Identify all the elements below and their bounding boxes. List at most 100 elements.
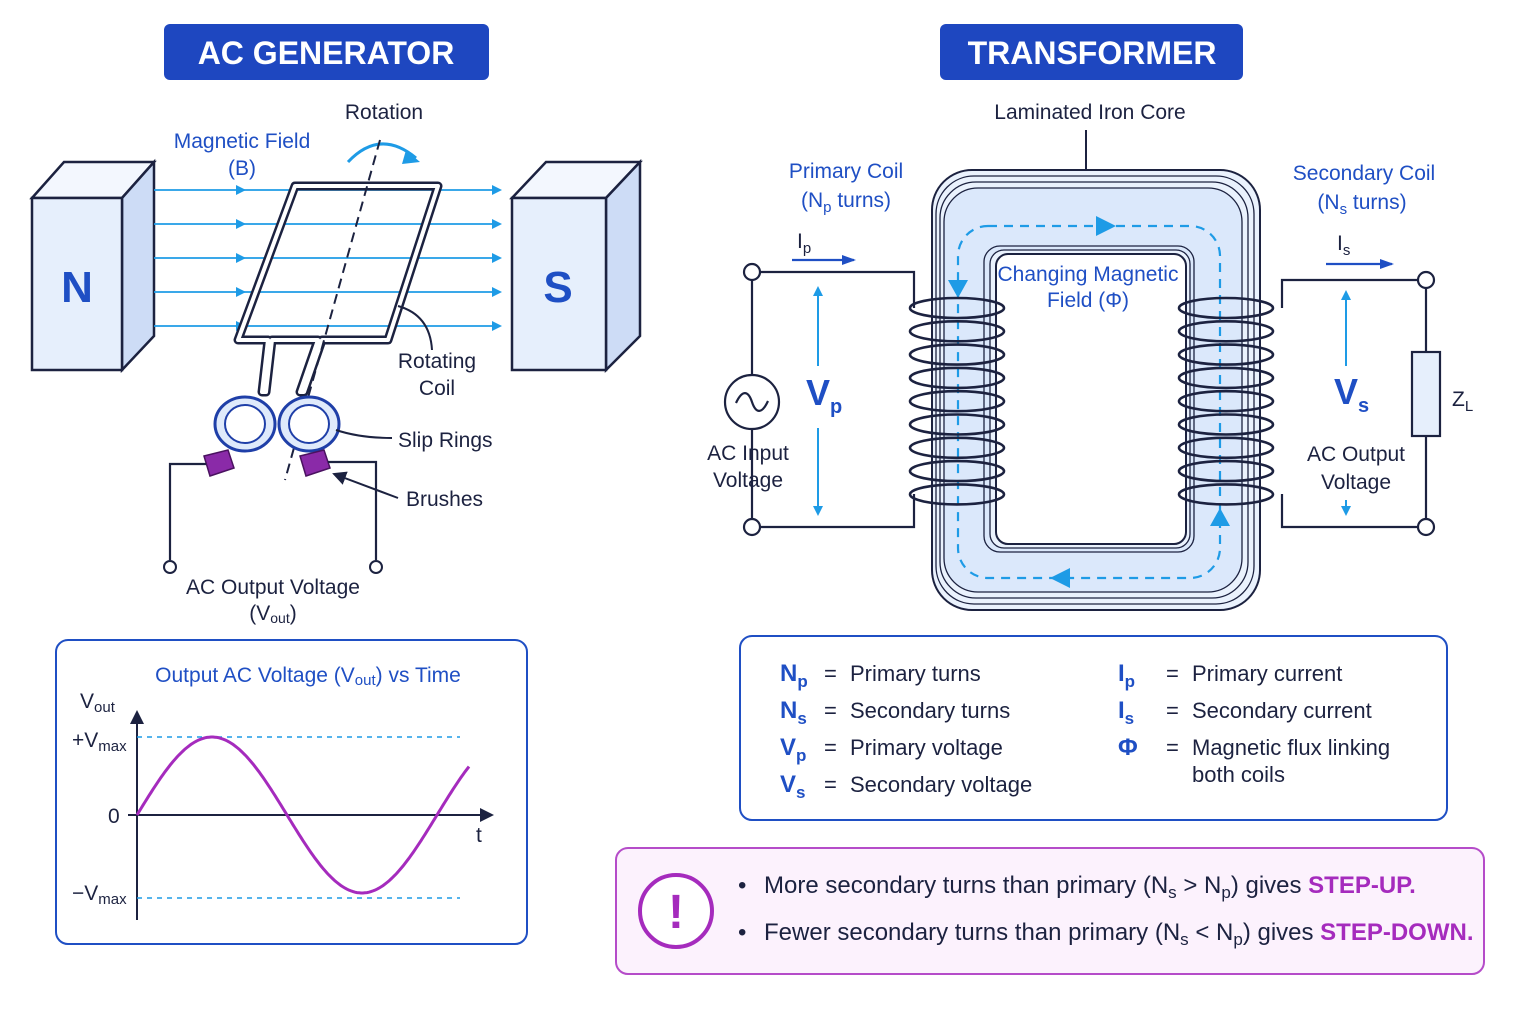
gen-output-label-2: (Vout): [249, 602, 296, 626]
legend-symbol: Vp: [780, 734, 806, 765]
slip-rings-label: Slip Rings: [398, 429, 493, 452]
coil-pointer: [397, 305, 433, 351]
rotating-coil-label-2: Coil: [419, 377, 455, 400]
coil-turn: [908, 483, 1006, 506]
coil-turn: [1177, 389, 1275, 413]
legend-symbol: Ns: [780, 697, 807, 728]
primary-terminal-top: [742, 262, 762, 282]
magnetic-field-label: Magnetic Field: [174, 130, 311, 153]
secondary-terminal-bottom: [1416, 517, 1436, 537]
coil-turn: [1177, 436, 1275, 460]
secondary-terminal-top: [1416, 270, 1436, 290]
legend-description: Primary turns: [850, 661, 981, 686]
primary-coil-label: Primary Coil: [789, 160, 903, 183]
ac-source-icon: [723, 373, 781, 431]
sine-wave: [135, 735, 471, 895]
voltage-graph-title: Output AC Voltage (Vout) vs Time: [155, 664, 461, 689]
flux-path: [956, 224, 1222, 580]
coil-turn: [1177, 319, 1275, 343]
legend-symbol: Is: [1118, 697, 1134, 728]
slip-rings: [213, 395, 341, 453]
legend-equals: =: [824, 735, 837, 760]
secondary-coil-label: Secondary Coil: [1293, 162, 1435, 185]
flux-arrows: [948, 216, 1230, 588]
coil-turn: [908, 343, 1006, 366]
vp-label: Vp: [806, 372, 842, 418]
legend-equals: =: [824, 698, 837, 723]
primary-winding: [908, 296, 1006, 506]
graph-zero-label: 0: [108, 805, 120, 828]
warning-icon: [638, 873, 714, 949]
graph-plus-vmax-label: +Vmax: [72, 729, 127, 755]
coil-turn: [1177, 413, 1275, 436]
laminated-iron-core: [931, 169, 1261, 611]
coil-turn: [908, 319, 1006, 343]
coil-turn: [908, 436, 1006, 460]
primary-current-label: Ip: [797, 230, 811, 257]
graph-y-label: Vout: [80, 690, 116, 716]
south-magnet: S: [509, 158, 643, 374]
magnetic-field-lines: [154, 185, 502, 331]
primary-terminal-bottom: [742, 517, 762, 537]
rotating-coil: [233, 181, 443, 397]
gen-output-label-1: AC Output Voltage: [186, 576, 360, 599]
warning-icon-glyph: !: [668, 886, 684, 939]
output-terminal-left: [163, 560, 177, 574]
ac-input-label-2: Voltage: [713, 469, 783, 492]
flux-label-2: Field (Φ): [1047, 289, 1129, 312]
generator-title-badge: AC GENERATOR: [164, 24, 489, 80]
legend-description: Secondary turns: [850, 698, 1010, 723]
load-resistor: [1410, 350, 1442, 438]
secondary-circuit: [1280, 278, 1428, 529]
legend-equals: =: [1166, 661, 1179, 686]
brushes-label: Brushes: [406, 488, 483, 511]
note-bullet-2: •: [738, 919, 746, 946]
coil-turn: [1177, 483, 1275, 506]
coil-turn: [908, 296, 1006, 320]
legend-description: Secondary voltage: [850, 772, 1032, 797]
voltage-graph-panel: [55, 639, 528, 945]
north-label: N: [61, 263, 93, 312]
coil-turn: [908, 459, 1006, 483]
ac-output-label-1: AC Output: [1307, 443, 1405, 466]
ac-output-label-2: Voltage: [1321, 471, 1391, 494]
legend-description: Secondary current: [1192, 698, 1372, 723]
rotating-coil-label-1: Rotating: [398, 350, 476, 373]
coil-turn: [1177, 459, 1275, 483]
legend-equals: =: [824, 772, 837, 797]
magnetic-field-symbol: (B): [228, 157, 256, 180]
coil-turn: [1177, 296, 1275, 320]
ac-input-label-1: AC Input: [707, 442, 789, 465]
coil-turn: [908, 366, 1006, 390]
legend-description: Primary current: [1192, 661, 1342, 686]
generator-title: AC GENERATOR: [198, 35, 455, 71]
legend-description: Magnetic flux linking: [1192, 735, 1390, 760]
vs-label: Vs: [1334, 371, 1369, 417]
secondary-current-label: Is: [1337, 232, 1350, 259]
legend-description: Primary voltage: [850, 735, 1003, 760]
brushes: [203, 449, 331, 477]
north-magnet: N: [29, 158, 157, 374]
flux-label-1: Changing Magnetic: [998, 263, 1179, 286]
legend-description-cont: both coils: [1192, 762, 1285, 787]
coil-turn: [1177, 366, 1275, 390]
slip-rings-pointer: [335, 429, 393, 439]
core-label: Laminated Iron Core: [994, 101, 1185, 124]
graph-x-label: t: [476, 824, 482, 847]
rotation-label: Rotation: [345, 101, 423, 124]
legend-equals: =: [1166, 698, 1179, 723]
transformer-title: TRANSFORMER: [968, 35, 1217, 71]
secondary-winding: [1177, 296, 1275, 506]
note-bullet-1: •: [738, 872, 746, 899]
note-line-step-up: More secondary turns than primary (Ns > …: [764, 872, 1416, 902]
secondary-coil-turns: (Ns turns): [1317, 191, 1406, 218]
legend-symbol: Ip: [1118, 660, 1135, 691]
south-label: S: [543, 263, 572, 312]
coil-turn: [1177, 343, 1275, 366]
output-terminal-right: [369, 560, 383, 574]
step-up-down-note: [615, 847, 1485, 975]
field-midpoint-arrows: [236, 185, 246, 331]
symbol-legend-panel: [739, 635, 1448, 821]
